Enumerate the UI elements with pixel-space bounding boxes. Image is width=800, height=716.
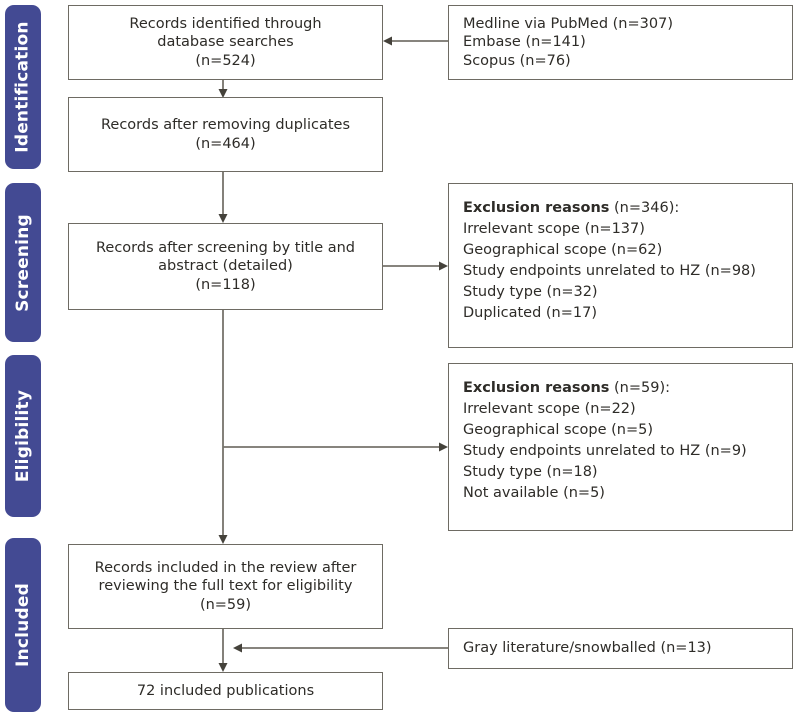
stage-label-text: Screening [13,213,34,312]
exclusion-title-bold: Exclusion reasons [463,200,610,216]
box-exclusion-reasons-eligibility: Exclusion reasons (n=59): Irrelevant sco… [448,363,793,531]
box-text-line: reviewing the full text for eligibility [98,578,353,595]
exclusion-title-bold: Exclusion reasons [463,380,610,396]
stage-label-text: Eligibility [13,389,34,483]
box-database-sources: Medline via PubMed (n=307) Embase (n=141… [448,5,793,80]
box-text-line: Medline via PubMed (n=307) [463,15,673,32]
box-text-line: Records after screening by title and [95,239,356,256]
box-text-line: (n=464) [195,135,256,152]
exclusion-item: Geographical scope (n=5) [463,422,654,438]
stage-label-screening: Screening [5,183,41,342]
box-text-line: Records identified through [129,15,322,32]
box-gray-literature: Gray literature/snowballed (n=13) [448,628,793,669]
box-text-line: (n=118) [195,276,256,293]
exclusion-title-rest: (n=59): [609,380,671,396]
exclusion-item: Study type (n=32) [463,284,598,300]
exclusion-item: Irrelevant scope (n=22) [463,401,636,417]
exclusion-title-rest: (n=346): [609,200,680,216]
exclusion-title: Exclusion reasons (n=59): [463,378,670,399]
exclusion-item: Not available (n=5) [463,485,605,501]
box-records-identified: Records identified through database sear… [68,5,383,80]
box-text-line: Embase (n=141) [463,34,586,51]
exclusion-item: Geographical scope (n=62) [463,242,663,258]
exclusion-item: Irrelevant scope (n=137) [463,221,645,237]
box-text-line: 72 included publications [136,682,315,699]
box-text-line: Scopus (n=76) [463,52,571,69]
box-text-line: abstract (detailed) [158,258,293,275]
box-records-deduplicated: Records after removing duplicates (n=464… [68,97,383,172]
exclusion-item: Duplicated (n=17) [463,305,597,321]
stage-label-included: Included [5,538,41,712]
exclusion-title: Exclusion reasons (n=346): [463,198,679,219]
box-exclusion-reasons-screening: Exclusion reasons (n=346): Irrelevant sc… [448,183,793,348]
exclusion-item: Study endpoints unrelated to HZ (n=98) [463,263,756,279]
box-text-line: Records included in the review after [94,559,357,576]
box-text-line: Records after removing duplicates [100,117,351,133]
box-text-line: database searches [157,34,294,51]
box-text-line: (n=59) [199,596,252,613]
stage-label-text: Identification [13,21,34,153]
box-text-line: (n=524) [195,52,256,69]
box-included-publications: 72 included publications [68,672,383,710]
exclusion-item: Study endpoints unrelated to HZ (n=9) [463,443,747,459]
box-records-screened: Records after screening by title and abs… [68,223,383,310]
box-records-included-review: Records included in the review after rev… [68,544,383,629]
stage-label-text: Included [13,583,33,667]
stage-label-identification: Identification [5,5,41,169]
exclusion-item: Study type (n=18) [463,464,598,480]
stage-label-eligibility: Eligibility [5,355,41,517]
box-text-line: Gray literature/snowballed (n=13) [463,640,712,657]
